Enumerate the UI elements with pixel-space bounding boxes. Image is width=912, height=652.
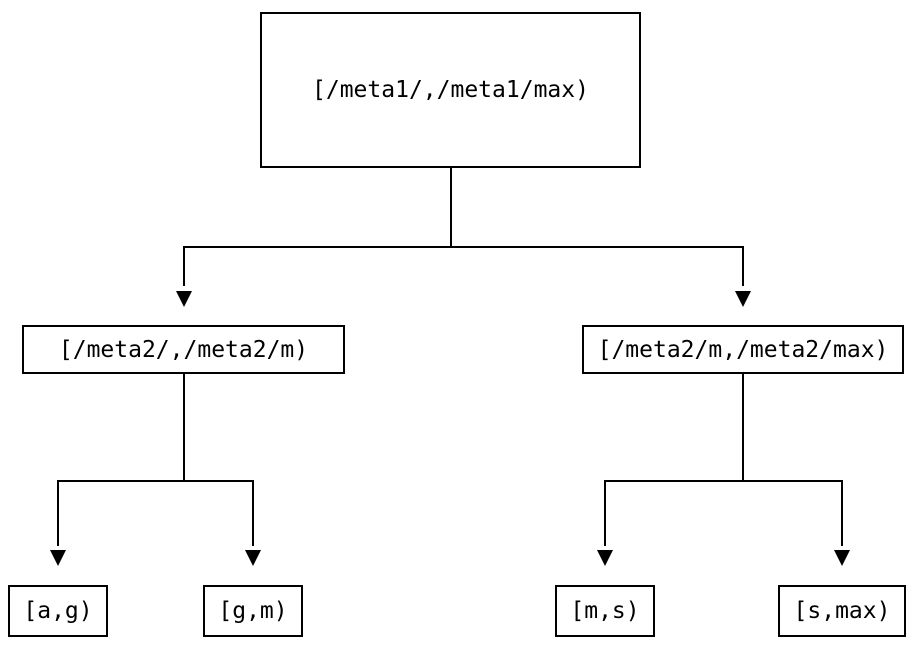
connector-drop-meta2-high — [742, 246, 744, 286]
arrowhead-down-icon — [176, 291, 192, 307]
node-leaf-a-g-label: [a,g) — [23, 598, 93, 624]
connector-drop-meta2-low — [183, 246, 185, 286]
node-leaf-s-max-label: [s,max) — [793, 598, 891, 624]
connector-drop-leaf-m-s — [604, 480, 606, 546]
arrowhead-down-icon — [50, 550, 66, 566]
node-root-label: [/meta1/,/meta1/max) — [312, 77, 589, 103]
node-root: [/meta1/,/meta1/max) — [260, 12, 641, 168]
connector-drop-leaf-g-m — [252, 480, 254, 546]
connector-meta2-high-stem — [742, 374, 744, 482]
connector-drop-leaf-s-max — [841, 480, 843, 546]
connector-root-crossbar — [183, 246, 744, 248]
connector-meta2-high-crossbar — [604, 480, 843, 482]
arrowhead-down-icon — [597, 550, 613, 566]
node-leaf-m-s-label: [m,s) — [570, 598, 640, 624]
arrowhead-down-icon — [834, 550, 850, 566]
connector-drop-leaf-a-g — [57, 480, 59, 546]
node-meta2-high-label: [/meta2/m,/meta2/max) — [597, 336, 889, 363]
node-leaf-s-max: [s,max) — [778, 585, 906, 637]
arrowhead-down-icon — [735, 291, 751, 307]
node-leaf-a-g: [a,g) — [8, 585, 108, 637]
arrowhead-down-icon — [245, 550, 261, 566]
node-leaf-m-s: [m,s) — [555, 585, 655, 637]
connector-root-stem — [450, 168, 452, 248]
node-meta2-high: [/meta2/m,/meta2/max) — [582, 325, 904, 374]
node-meta2-low: [/meta2/,/meta2/m) — [22, 325, 345, 374]
node-leaf-g-m-label: [g,m) — [218, 598, 288, 624]
connector-meta2-low-crossbar — [57, 480, 254, 482]
node-meta2-low-label: [/meta2/,/meta2/m) — [58, 336, 309, 363]
connector-meta2-low-stem — [183, 374, 185, 482]
node-leaf-g-m: [g,m) — [203, 585, 303, 637]
